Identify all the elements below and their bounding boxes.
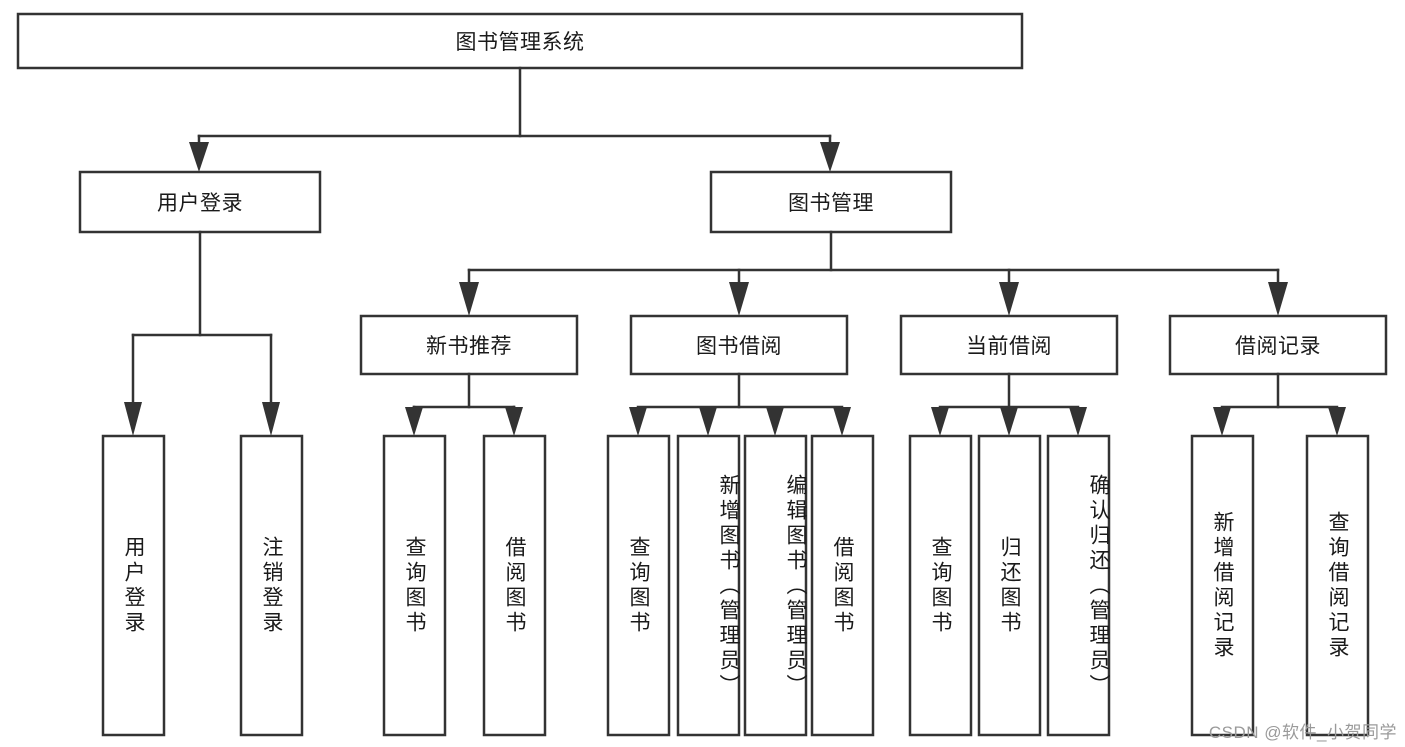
arrow-level3-1-icon [459, 282, 479, 316]
arrow-new-book-leaf-1-icon [405, 407, 423, 436]
node-book-manage-box[interactable] [709, 170, 953, 234]
arrow-borrow-record-leaf-2-icon [1328, 407, 1346, 436]
leaf-box-edit-book-admin[interactable] [743, 434, 808, 737]
leaf-box-return-book[interactable] [977, 434, 1042, 737]
leaf-box-query-book-1[interactable] [382, 434, 447, 737]
leaf-box-user-login[interactable] [101, 434, 166, 737]
arrow-level2-2-icon [820, 142, 840, 172]
arrow-current-borrow-leaf-2-icon [1000, 407, 1018, 436]
arrow-current-borrow-leaf-1-icon [931, 407, 949, 436]
arrow-book-borrow-leaf-3-icon [766, 407, 784, 436]
arrow-book-borrow-leaf-4-icon [833, 407, 851, 436]
arrow-user-login-leaf-2-icon [262, 402, 280, 436]
node-borrow-record-box[interactable] [1168, 314, 1388, 376]
leaf-box-borrow-book-1[interactable] [482, 434, 547, 737]
leaf-box-add-borrow-record[interactable] [1190, 434, 1255, 737]
arrow-level3-4-icon [1268, 282, 1288, 316]
arrow-level2-1-icon [189, 142, 209, 172]
node-current-borrow-box[interactable] [899, 314, 1119, 376]
arrow-user-login-leaf-1-icon [124, 402, 142, 436]
node-user-login-box[interactable] [78, 170, 322, 234]
leaf-box-add-book-admin[interactable] [676, 434, 741, 737]
leaf-box-confirm-return-admin[interactable] [1046, 434, 1111, 737]
leaf-box-borrow-book-2[interactable] [810, 434, 875, 737]
arrow-current-borrow-leaf-3-icon [1069, 407, 1087, 436]
arrow-level3-3-icon [999, 282, 1019, 316]
node-book-borrow-box[interactable] [629, 314, 849, 376]
arrow-book-borrow-leaf-2-icon [699, 407, 717, 436]
leaf-box-user-logout[interactable] [239, 434, 304, 737]
arrow-new-book-leaf-2-icon [505, 407, 523, 436]
node-root-box[interactable] [16, 12, 1024, 70]
arrow-level3-2-icon [729, 282, 749, 316]
leaf-box-query-borrow-record[interactable] [1305, 434, 1370, 737]
arrow-book-borrow-leaf-1-icon [629, 407, 647, 436]
leaf-box-query-book-3[interactable] [908, 434, 973, 737]
leaf-box-query-book-2[interactable] [606, 434, 671, 737]
node-new-book-recommend-box[interactable] [359, 314, 579, 376]
arrow-borrow-record-leaf-1-icon [1213, 407, 1231, 436]
